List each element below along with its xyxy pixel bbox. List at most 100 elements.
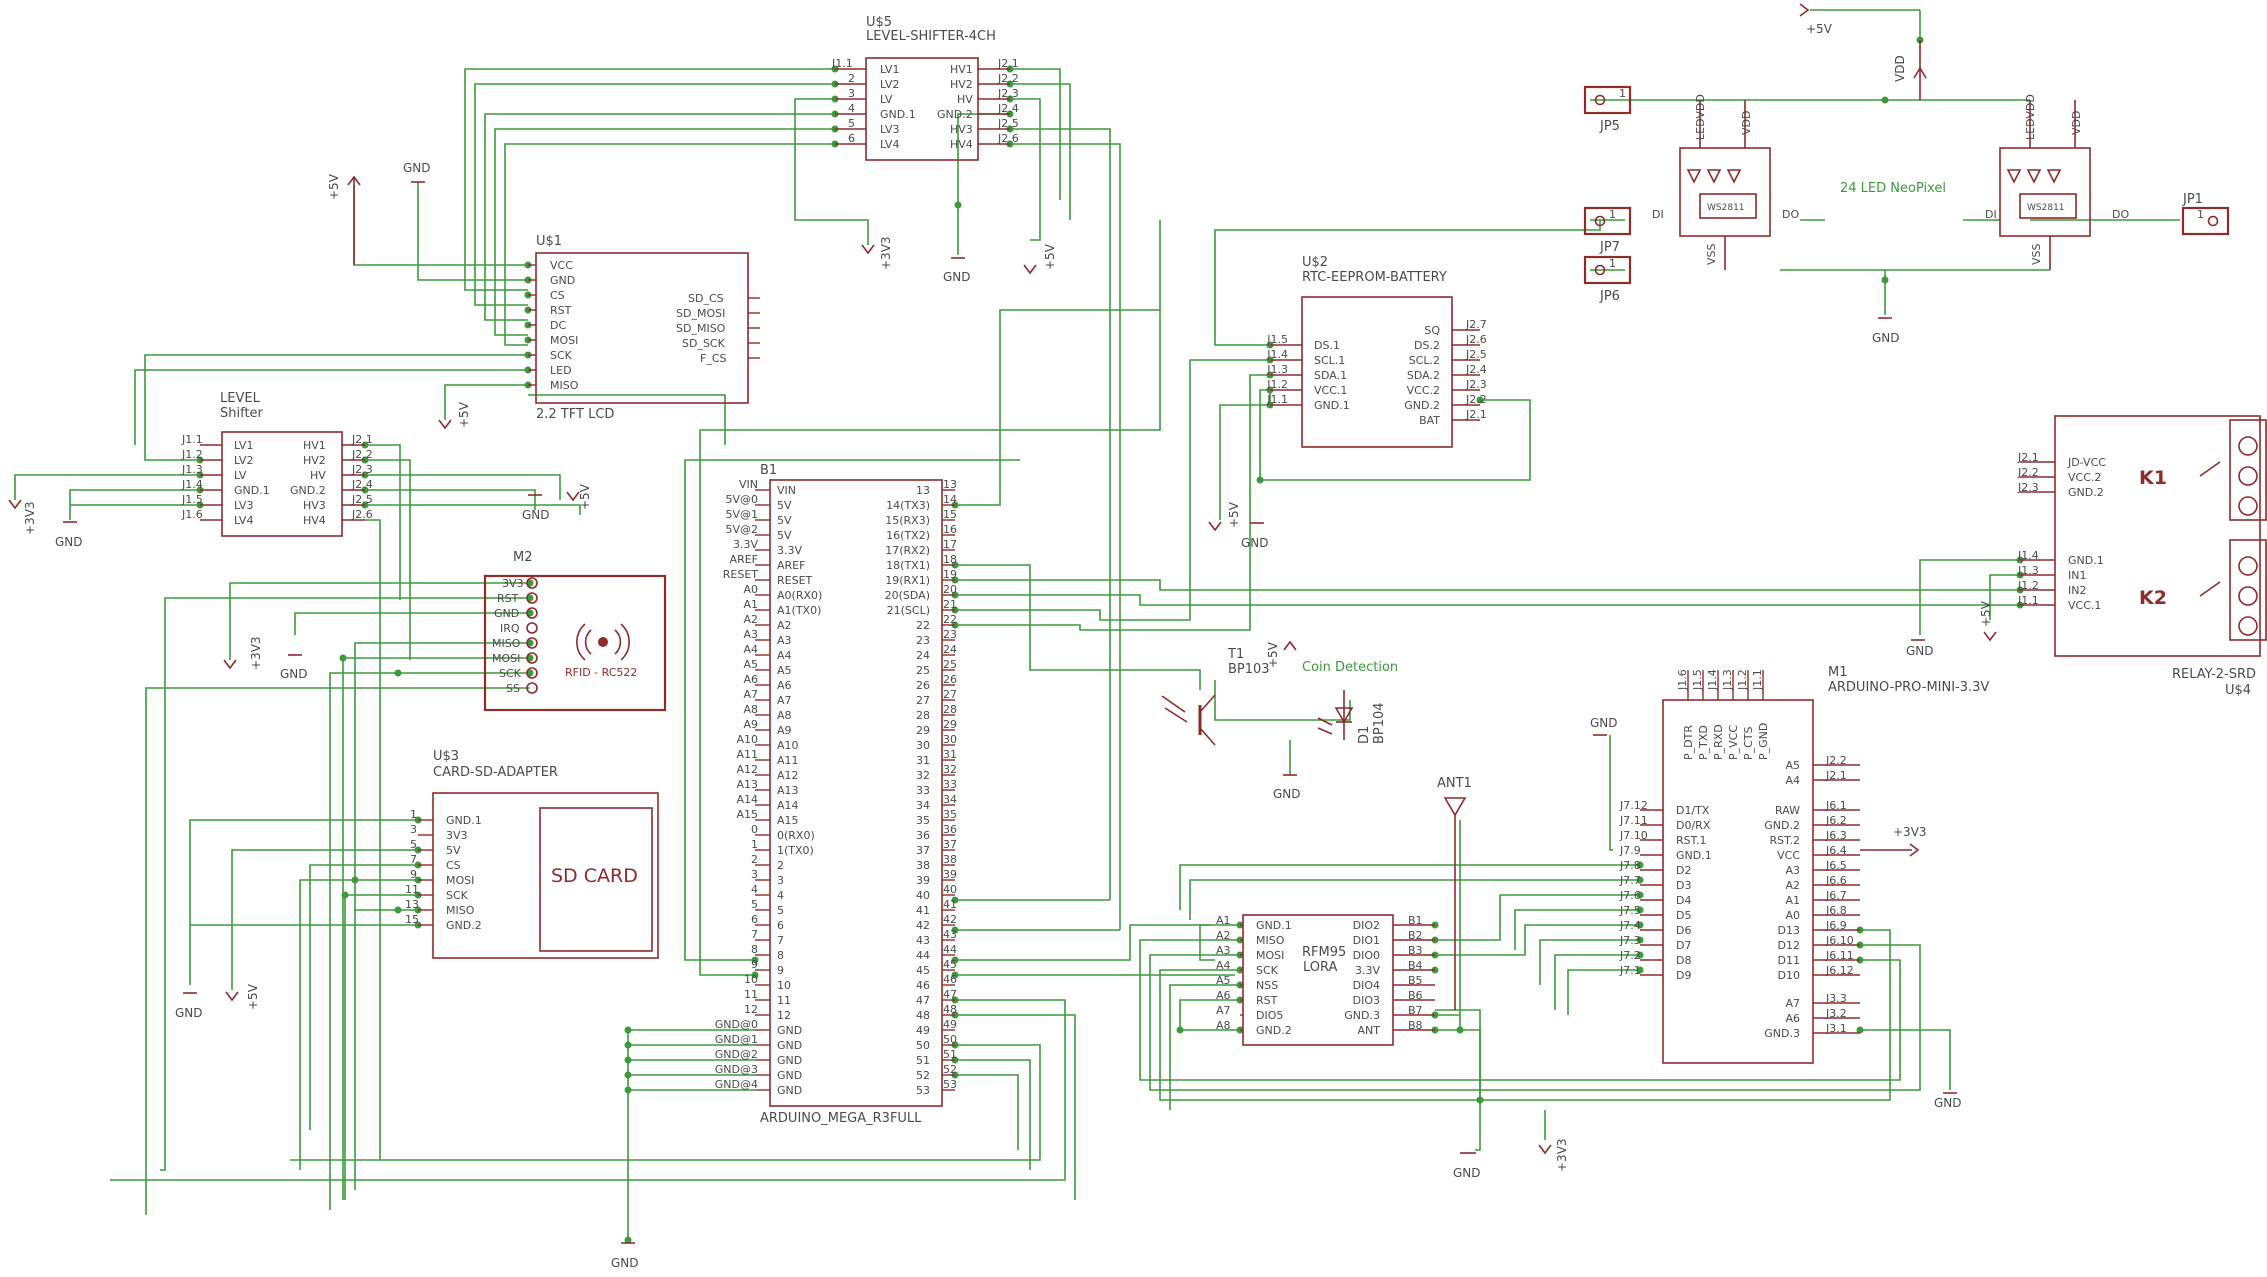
pin-number: 6 xyxy=(751,913,758,926)
pin-name: A1(TX0) xyxy=(777,604,821,617)
pin-name: 9 xyxy=(777,964,784,977)
pin-number: B4 xyxy=(1408,959,1423,972)
pin-number: 19 xyxy=(943,568,957,581)
pin-name: P_GND xyxy=(1757,723,1770,760)
power-5v-label: +5V xyxy=(1979,600,1993,627)
ground-symbol-9: GND xyxy=(1273,774,1301,801)
pin-number: 43 xyxy=(943,928,957,941)
pin-name: GND.1 xyxy=(880,108,916,121)
ground-symbol-7: GND xyxy=(611,1242,639,1270)
rfid-body xyxy=(483,574,667,712)
pin-name: P_DTR xyxy=(1682,725,1695,760)
coin-detection-label: Coin Detection xyxy=(1302,660,1398,675)
pin-number: 35 xyxy=(943,808,957,821)
pin-name: GND.3 xyxy=(1344,1009,1380,1022)
pin-name: GND xyxy=(777,1039,802,1052)
pin-name: 36 xyxy=(916,829,930,842)
pin-name: 48 xyxy=(916,1009,930,1022)
pin-name: 51 xyxy=(916,1054,930,1067)
power-5v-symbol-7: +5V xyxy=(1266,640,1297,668)
pin-number: 6 xyxy=(848,132,855,145)
pin-name: ANT xyxy=(1358,1024,1381,1037)
pin-name: 3V3 xyxy=(502,577,524,590)
connector-jp5: 1 JP5 xyxy=(1583,85,1632,134)
pin-number: J1.2 xyxy=(181,448,203,461)
pin-number: J7.12 xyxy=(1619,799,1648,812)
pin-name: 22 xyxy=(916,619,930,632)
pin-name: HV2 xyxy=(303,454,326,467)
pin-number: 37 xyxy=(943,838,957,851)
pin-number: 44 xyxy=(943,943,957,956)
pin-number: J2.3 xyxy=(997,87,1019,100)
pin-name: 3.3V xyxy=(1355,964,1380,977)
pin-number: 1 xyxy=(1619,87,1626,100)
power-5v-label: +5V xyxy=(1806,22,1833,36)
pin-number: 1 xyxy=(1609,208,1616,221)
pin-number: B1 xyxy=(1408,914,1423,927)
pin-name: GND.2 xyxy=(290,484,326,497)
pin-name: 38 xyxy=(916,859,930,872)
pin-name: HV xyxy=(957,93,973,106)
pin-name: 11 xyxy=(777,994,791,1007)
pin-name: GND xyxy=(777,1054,802,1067)
pin-number: 4 xyxy=(751,883,758,896)
pin-number: J2.1 xyxy=(1825,769,1847,782)
pin-number: J2.2 xyxy=(1825,754,1847,767)
pin-number: GND@2 xyxy=(715,1048,758,1061)
relay-k2-terminals xyxy=(2199,539,2267,641)
pin-name: LEDVDD xyxy=(1694,94,1707,140)
pin-name: 24 xyxy=(916,649,930,662)
power-3v3-label: +3V3 xyxy=(879,236,893,270)
pin-number: J3.2 xyxy=(1825,1007,1847,1020)
pin-name: DIO4 xyxy=(1353,979,1380,992)
pin-name: IN1 xyxy=(2068,569,2086,582)
rtc-module: U$2 RTC-EEPROM-BATTERY DS.1J1.5SCL.1J1.4… xyxy=(1266,255,1487,448)
pin-name: 41 xyxy=(916,904,930,917)
pin-number: A3 xyxy=(743,628,758,641)
pin-name: A4 xyxy=(1785,774,1800,787)
pin-number: RESET xyxy=(723,568,759,581)
pin-name: A15 xyxy=(777,814,799,827)
pin-name: 15(RX3) xyxy=(885,514,930,527)
pin-number: 0 xyxy=(751,823,758,836)
pin-number: J2.2 xyxy=(351,448,373,461)
ground-label: GND xyxy=(943,270,971,284)
pin-name: A14 xyxy=(777,799,799,812)
power-5v-label: +5V xyxy=(246,983,260,1010)
pin-number: J1.1 xyxy=(1751,669,1764,691)
pin-number: 11 xyxy=(405,883,419,896)
pin-name: HV1 xyxy=(303,439,326,452)
pin-name: LV xyxy=(880,93,893,106)
pin-number: J2.1 xyxy=(2017,451,2039,464)
pin-number: A8 xyxy=(1216,1019,1231,1032)
pin-number: J1.1 xyxy=(181,433,203,446)
pin-number: J1.6 xyxy=(181,508,203,521)
ground-symbol-3: GND xyxy=(55,521,83,549)
pin-number: J1.6 xyxy=(1676,669,1689,691)
pin-name: 50 xyxy=(916,1039,930,1052)
pin-number: J2.3 xyxy=(2017,481,2039,494)
pin-name: A2 xyxy=(1785,879,1800,892)
pin-name: SS xyxy=(506,682,520,695)
pin-name: A5 xyxy=(1785,759,1800,772)
pin-number: A11 xyxy=(736,748,758,761)
pin-name: F_CS xyxy=(700,352,727,365)
pin-name: VSS xyxy=(2030,243,2043,265)
pin-name: 34 xyxy=(916,799,930,812)
pin-number: A4 xyxy=(1216,959,1231,972)
ground-symbol-5: GND xyxy=(280,654,308,681)
pin-number: J6.10 xyxy=(1825,934,1854,947)
pin-name: SCL.1 xyxy=(1314,354,1345,367)
pin-name: SDA.2 xyxy=(1407,369,1440,382)
pin-number: J7.3 xyxy=(1619,934,1641,947)
pin-number: J7.1 xyxy=(1619,964,1641,977)
pin-number: J2.7 xyxy=(1465,318,1487,331)
rfid-module: M2 3V3 RST GND IRQ MISO MOSI SCK SS RFID… xyxy=(483,550,667,712)
pin-number: J6.2 xyxy=(1825,814,1847,827)
power-5v-symbol-5: +5V xyxy=(225,983,260,1010)
pin-name: LV3 xyxy=(234,499,253,512)
pin-number: 16 xyxy=(943,523,957,536)
pin-name: VCC xyxy=(1777,849,1800,862)
pin-name: A2 xyxy=(777,619,792,632)
pin-number: 13 xyxy=(943,478,957,491)
